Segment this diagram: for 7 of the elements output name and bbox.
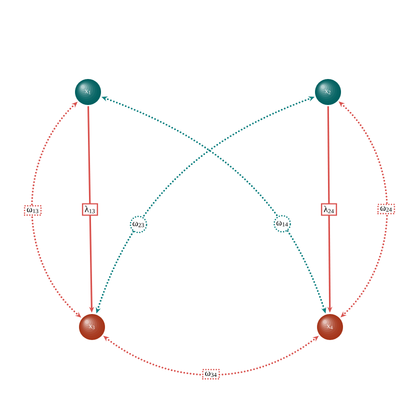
edge-label: ω$_{34}$ [202, 368, 220, 380]
edge-label: λ$_{13}$ [82, 203, 98, 216]
edge-label: ω$_{13}$ [24, 205, 42, 216]
edge-label: λ$_{24}$ [320, 203, 338, 216]
edge-label: ω$_{23}$ [130, 216, 148, 234]
edge-label: ω$_{14}$ [274, 215, 292, 233]
edge-label: ω$_{24}$ [377, 204, 396, 214]
